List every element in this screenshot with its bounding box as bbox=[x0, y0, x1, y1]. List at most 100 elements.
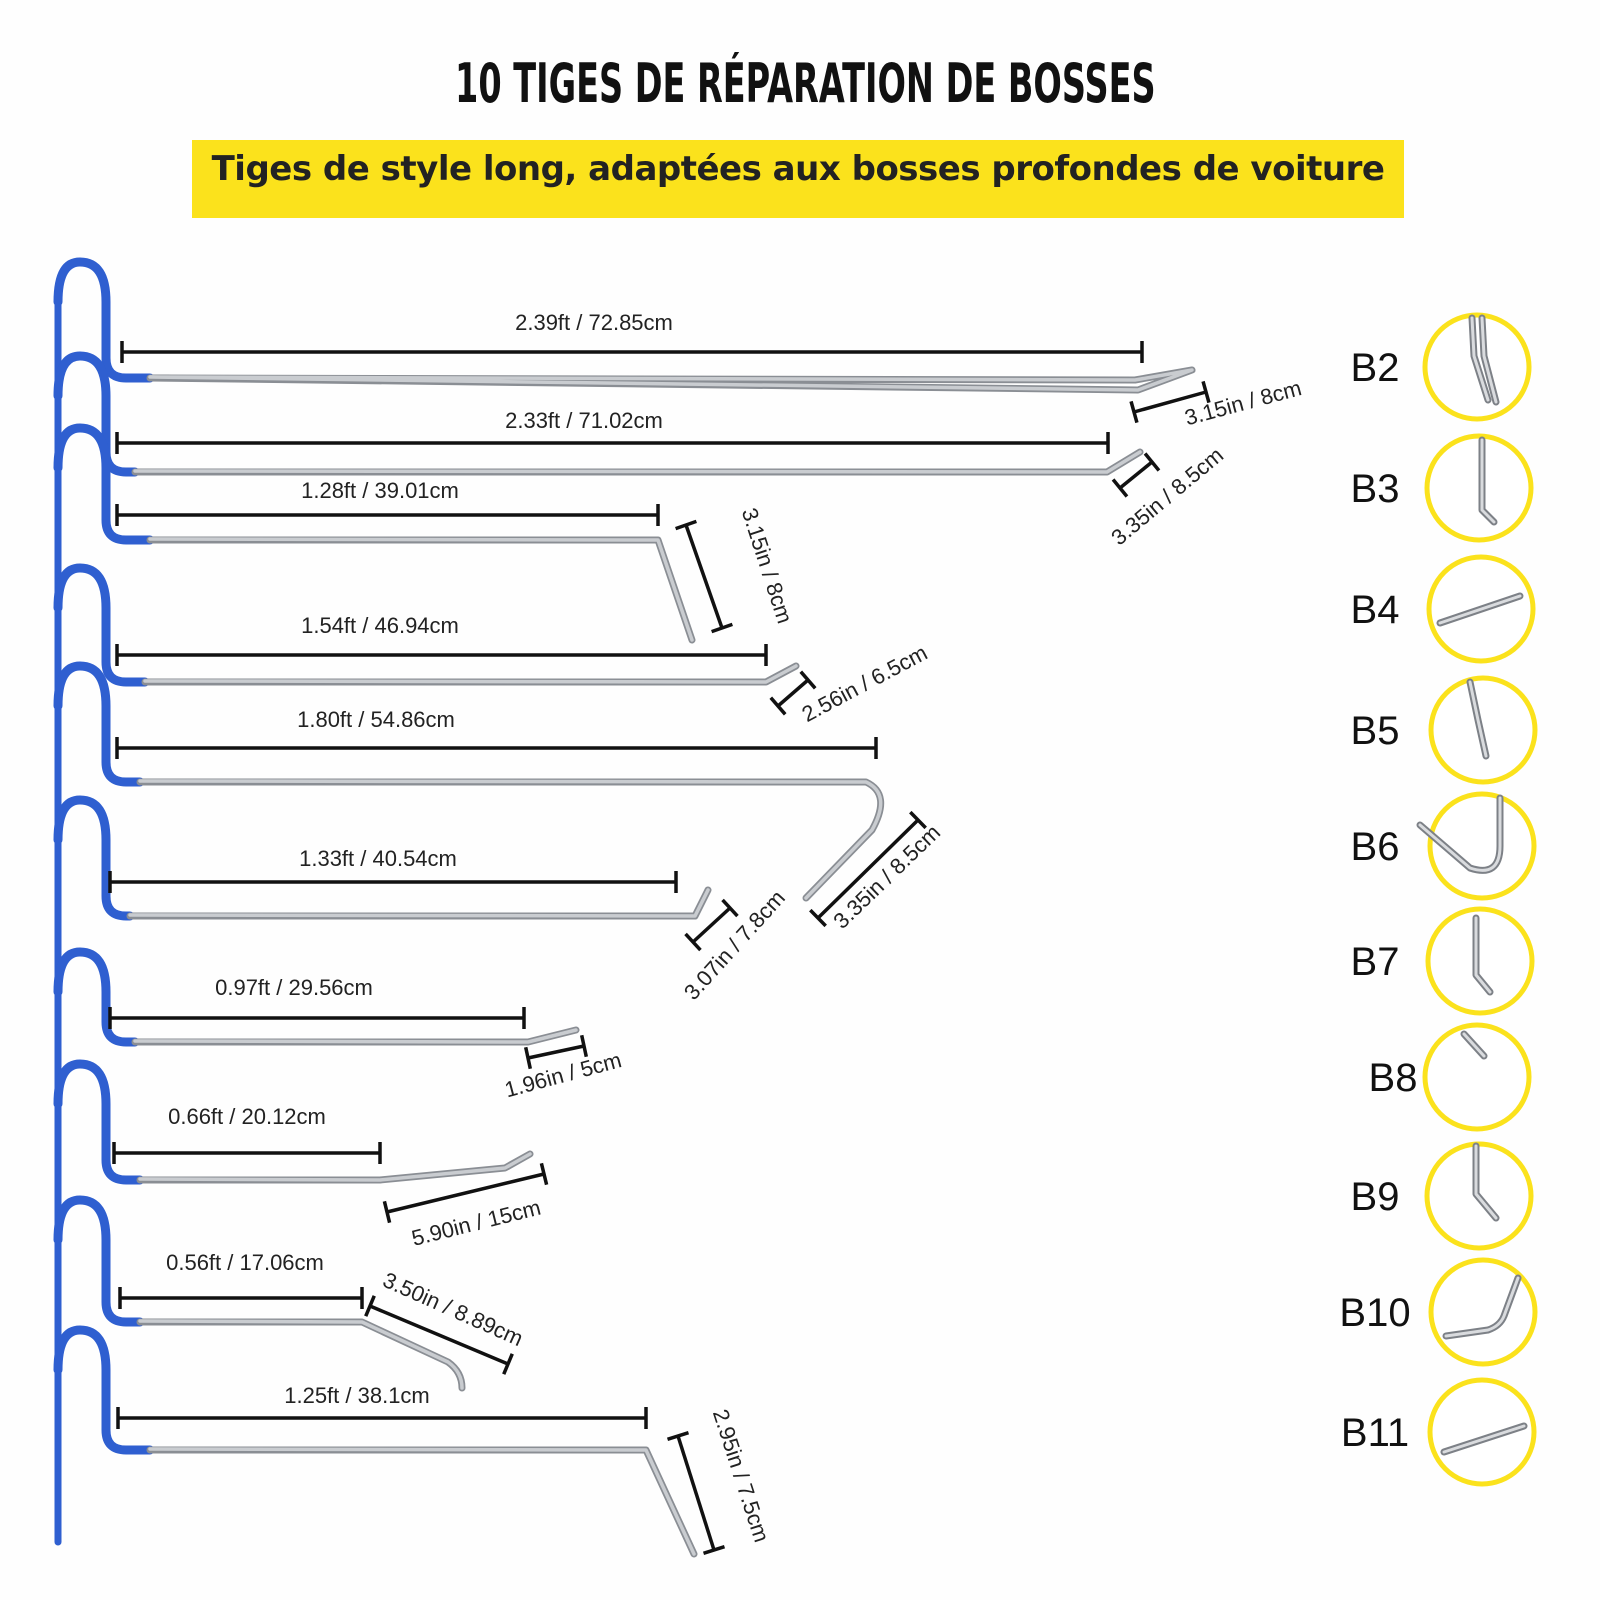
rod-tip-label: 3.35in / 8.5cm bbox=[828, 820, 945, 934]
rod-shaft-highlight bbox=[133, 1028, 578, 1044]
tip-detail-rod-highlight bbox=[1462, 1032, 1486, 1058]
tip-detail-b8: B8 bbox=[1369, 1022, 1532, 1132]
rod-length-label: 0.56ft / 17.06cm bbox=[166, 1250, 324, 1275]
tip-detail-rod-highlight bbox=[1474, 916, 1492, 994]
rod-shaft-highlight bbox=[133, 450, 1142, 474]
tip-detail-circle bbox=[1428, 1257, 1538, 1367]
rod-handle bbox=[53, 423, 155, 545]
rod-shaft-highlight bbox=[138, 779, 883, 900]
tip-detail-b7: B7 bbox=[1351, 906, 1535, 1016]
tip-detail-rod-highlight bbox=[1442, 1424, 1526, 1454]
rod-shaft-highlight bbox=[128, 888, 710, 918]
rod-handle bbox=[53, 1195, 145, 1327]
rod-shaft-highlight bbox=[148, 368, 1194, 392]
tip-dimension-tick bbox=[382, 1200, 392, 1224]
tip-detail-rod-highlight bbox=[1444, 1276, 1520, 1338]
tip-dimension-tick bbox=[579, 1034, 589, 1058]
rod-length-label: 2.33ft / 71.02cm bbox=[505, 408, 663, 433]
rod-length-label: 1.33ft / 40.54cm bbox=[299, 846, 457, 871]
rod-handle bbox=[53, 257, 155, 383]
rod-shaft bbox=[146, 1446, 698, 1558]
rod-shaft-highlight bbox=[148, 537, 694, 642]
tip-dimension-tick bbox=[1129, 400, 1139, 424]
page-title: 10 TIGES DE RÉPARATION DE BOSSES bbox=[455, 52, 1156, 115]
tip-detail-b11: B11 bbox=[1341, 1377, 1537, 1487]
tip-code-label: B7 bbox=[1351, 940, 1400, 984]
tip-dimension-line bbox=[1118, 460, 1154, 490]
tip-detail-circle bbox=[1427, 1377, 1537, 1487]
tip-dimension-line bbox=[676, 1435, 716, 1551]
tip-dimension-tick bbox=[675, 519, 697, 531]
rod-shaft-highlight bbox=[148, 1447, 696, 1556]
tip-dimension-line bbox=[816, 818, 920, 920]
tip-dimension-line bbox=[369, 1304, 509, 1366]
tip-dimension-line bbox=[1133, 390, 1207, 414]
rod-length-label: 0.66ft / 20.12cm bbox=[168, 1104, 326, 1129]
rod-handle bbox=[53, 351, 140, 477]
tip-dimension-tick bbox=[769, 696, 787, 716]
tip-dimension-tick bbox=[1111, 478, 1129, 498]
rod-handle bbox=[53, 661, 145, 787]
tip-dimension-tick bbox=[523, 1046, 533, 1070]
tip-detail-rod-highlight bbox=[1418, 796, 1502, 872]
tip-dimension-tick bbox=[539, 1162, 549, 1186]
rod-7: 0.97ft / 29.56cm 1.96in / 5cm bbox=[53, 947, 624, 1102]
tip-detail-b9: B9 bbox=[1351, 1141, 1534, 1251]
tip-detail-b6: B6 bbox=[1351, 791, 1537, 901]
rod-tip-label: 3.15in / 8cm bbox=[1182, 375, 1304, 430]
tip-dimension-tick bbox=[502, 1353, 514, 1375]
rod-tip-label: 3.15in / 8cm bbox=[737, 505, 798, 627]
rod-10: 1.25ft / 38.1cm 2.95in / 7.5cm bbox=[53, 1325, 774, 1558]
tip-detail-rod-highlight bbox=[1438, 594, 1522, 625]
tip-dimension-tick bbox=[1201, 380, 1211, 404]
rod-length-label: 0.97ft / 29.56cm bbox=[215, 975, 373, 1000]
tip-dimension-tick bbox=[721, 898, 739, 918]
rod-handle bbox=[53, 795, 135, 921]
tip-dimension-line bbox=[527, 1044, 585, 1060]
tip-code-label: B2 bbox=[1351, 346, 1400, 390]
rod-shaft-highlight bbox=[143, 664, 798, 684]
tip-code-label: B4 bbox=[1351, 588, 1400, 632]
tip-dimension-tick bbox=[702, 1545, 726, 1555]
tip-detail-b5: B5 bbox=[1351, 675, 1538, 785]
tip-code-label: B5 bbox=[1351, 709, 1400, 753]
tip-dimension-line bbox=[386, 1172, 545, 1214]
tip-detail-rod-highlight bbox=[1470, 316, 1498, 404]
rod-length-label: 1.25ft / 38.1cm bbox=[284, 1383, 430, 1408]
tip-code-label: B10 bbox=[1339, 1291, 1410, 1335]
tip-dimension-tick bbox=[711, 622, 733, 634]
tip-dimension-line bbox=[684, 524, 724, 629]
tip-detail-b3: B3 bbox=[1351, 433, 1534, 543]
subtitle-banner: Tiges de style long, adaptées aux bosses… bbox=[192, 140, 1404, 218]
tip-detail-circle bbox=[1425, 906, 1535, 1016]
rod-length-label: 1.28ft / 39.01cm bbox=[301, 478, 459, 503]
rod-shaft-highlight bbox=[138, 1152, 532, 1182]
rod-shaft-highlight bbox=[138, 1319, 464, 1390]
tip-detail-b10: B10 bbox=[1339, 1257, 1538, 1367]
tip-code-label: B6 bbox=[1351, 825, 1400, 869]
subtitle-text: Tiges de style long, adaptées aux bosses… bbox=[211, 149, 1385, 189]
tip-code-label: B3 bbox=[1351, 467, 1400, 511]
tip-detail-rod-highlight bbox=[1474, 1144, 1498, 1220]
tip-dimension-tick bbox=[666, 1431, 690, 1441]
rod-shaft bbox=[136, 1318, 466, 1392]
tip-dimension-tick bbox=[684, 932, 702, 952]
tip-dimension-tick bbox=[809, 908, 827, 928]
rod-handle bbox=[53, 563, 150, 687]
tip-detail-circle bbox=[1422, 1022, 1532, 1132]
rod-tip-label: 1.96in / 5cm bbox=[502, 1047, 624, 1102]
rod-shaft bbox=[136, 1150, 534, 1184]
tip-code-label: B9 bbox=[1351, 1175, 1400, 1219]
tip-detail-rod-highlight bbox=[1480, 438, 1496, 524]
tip-dimension-tick bbox=[364, 1295, 376, 1317]
rod-3: 1.28ft / 39.01cm 3.15in / 8cm bbox=[53, 423, 798, 644]
tip-dimension-line bbox=[776, 678, 810, 708]
rod-length-label: 1.80ft / 54.86cm bbox=[297, 707, 455, 732]
tip-detail-b4: B4 bbox=[1351, 554, 1536, 664]
rod-tip-label: 2.95in / 7.5cm bbox=[708, 1406, 774, 1545]
